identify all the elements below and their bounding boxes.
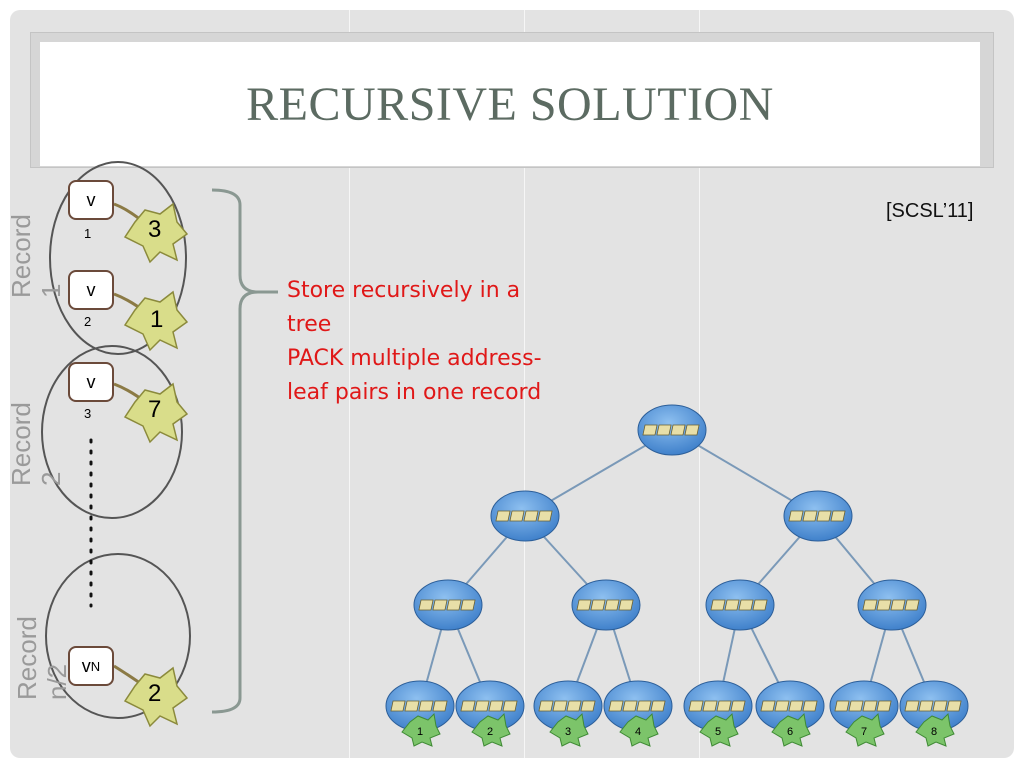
tree-leaf-node: [603, 680, 673, 732]
body-line: tree: [287, 312, 332, 337]
vertex-box: v: [68, 270, 114, 310]
leaf-icon: [619, 712, 659, 747]
record-ellipse-2: [41, 345, 183, 519]
body-line: PACK multiple address-: [287, 346, 542, 371]
leaf-icon: [123, 202, 189, 264]
curly-brace: [211, 188, 278, 714]
tree-leaf-node: [829, 680, 899, 732]
vertex-subscript: 1: [84, 226, 92, 241]
background-stripe: [349, 10, 350, 758]
tree-leaf-label: 1: [417, 726, 423, 738]
vertex-box: v: [68, 362, 114, 402]
background-stripe: [524, 10, 525, 758]
record-ellipse-1: [49, 161, 187, 355]
vertex-subscript: 2: [84, 314, 92, 329]
vertex-box: v: [68, 180, 114, 220]
citation: [SCSL’11]: [886, 200, 974, 222]
body-line: leaf pairs in one record: [287, 380, 542, 405]
tree-leaf-node: [533, 680, 603, 732]
tree-internal-node: [783, 490, 853, 542]
tree-leaf-label: 6: [787, 726, 793, 738]
tree-internal-node: [571, 579, 641, 631]
title-box: RECURSIVE SOLUTION: [40, 42, 980, 166]
leaf-value: 7: [148, 396, 162, 423]
tree-leaf-label: 2: [487, 726, 493, 738]
leaf-value: 3: [148, 216, 162, 243]
tree-internal-node: [705, 579, 775, 631]
tree-leaf-node: [385, 680, 455, 732]
record-ellipse-3: [45, 553, 191, 719]
tree-leaf-node: [455, 680, 525, 732]
background-stripe: [699, 10, 700, 758]
body-line: Store recursively in a: [287, 278, 521, 303]
vertex-subscript: 3: [84, 406, 92, 421]
tree-leaf-node: [683, 680, 753, 732]
leaf-icon: [123, 290, 189, 352]
leaf-icon: [471, 712, 511, 747]
leaf-icon: [401, 712, 441, 747]
tree-internal-node: [490, 490, 560, 542]
tree-leaf-label: 4: [635, 726, 641, 738]
tree-internal-node: [857, 579, 927, 631]
tree-leaf-node: [755, 680, 825, 732]
tree-internal-node: [637, 404, 707, 456]
tree-internal-node: [413, 579, 483, 631]
tree-leaf-label: 7: [861, 726, 867, 738]
body-text: Store recursively in a tree PACK multipl…: [287, 274, 627, 410]
leaf-icon: [123, 382, 189, 444]
tree-leaf-label: 8: [931, 726, 937, 738]
leaf-value: 2: [148, 680, 162, 707]
tree-leaf-label: 5: [715, 726, 721, 738]
tree-leaf-label: 3: [565, 726, 571, 738]
leaf-icon: [915, 712, 955, 747]
leaf-icon: [123, 666, 189, 728]
leaf-icon: [845, 712, 885, 747]
leaf-value: 1: [150, 306, 164, 333]
slide-title: RECURSIVE SOLUTION: [246, 77, 774, 131]
leaf-icon: [549, 712, 589, 747]
leaf-icon: [771, 712, 811, 747]
leaf-icon: [699, 712, 739, 747]
